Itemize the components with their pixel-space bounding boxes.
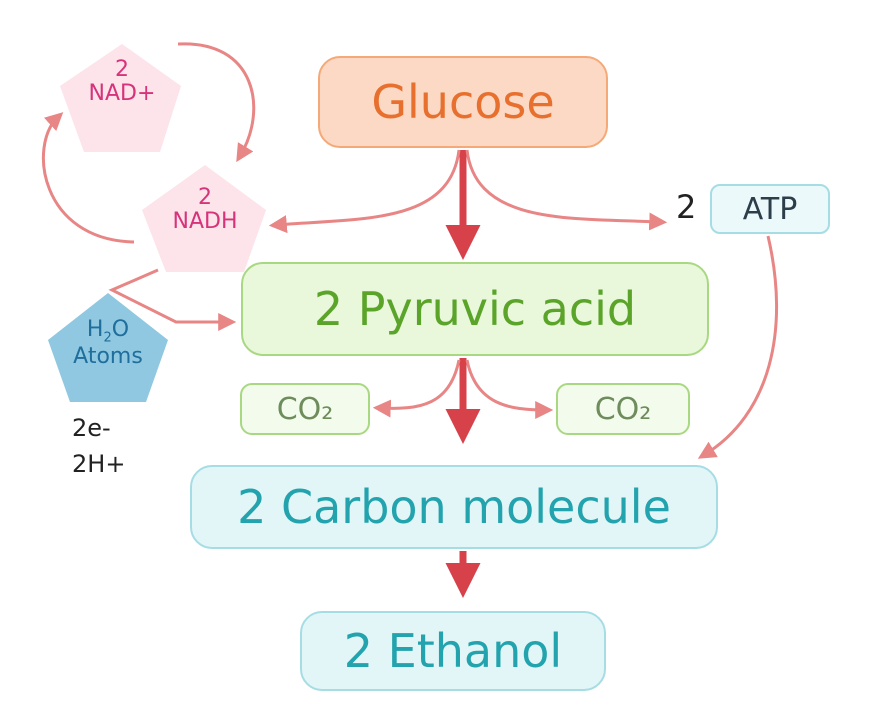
nad-count: 2 <box>115 57 129 82</box>
nadh-label: 2 NADH <box>145 186 265 234</box>
nad-label: 2 NAD+ <box>62 58 182 106</box>
arrow-nadh-to-pyruvic <box>108 268 237 331</box>
electrons-note: 2e- <box>72 414 111 442</box>
carbon-molecule-label: 2 Carbon molecule <box>237 480 671 534</box>
arrow-pyruvic-to-co2-right <box>465 359 554 419</box>
co2-left-box: CO₂ <box>240 383 370 435</box>
arrow-atp-to-carbon <box>697 235 779 459</box>
h2o-h: H <box>86 317 104 342</box>
h2o-pentagon <box>48 293 168 402</box>
atp-label: ATP <box>742 191 798 227</box>
carbon-molecule-box: 2 Carbon molecule <box>190 465 718 549</box>
glucose-label: Glucose <box>371 75 555 129</box>
arrow-glucose-to-nadh <box>268 149 461 234</box>
ethanol-box: 2 Ethanol <box>300 611 606 691</box>
ethanol-label: 2 Ethanol <box>343 624 563 678</box>
nad-name: NAD+ <box>88 80 156 106</box>
nadh-pentagon <box>142 165 266 272</box>
nadh-count: 2 <box>198 185 212 210</box>
co2-right-label: CO₂ <box>594 391 652 427</box>
protons-note: 2H+ <box>72 450 126 478</box>
h2o-o: O <box>111 317 130 342</box>
co2-left-label: CO₂ <box>276 391 334 427</box>
nadh-name: NADH <box>172 208 238 234</box>
atp-count: 2 <box>676 188 697 226</box>
h2o-subscript: 2 <box>103 330 112 346</box>
h2o-formula: H2O <box>48 318 168 345</box>
arrow-glucose-to-atp <box>465 149 668 231</box>
arrow-pyruvic-to-co2-left <box>372 359 461 418</box>
pyruvic-acid-box: 2 Pyruvic acid <box>241 262 709 356</box>
atp-box: ATP <box>710 184 830 234</box>
co2-right-box: CO₂ <box>556 383 690 435</box>
arrow-nadh-to-nad <box>41 112 135 244</box>
arrow-nad-to-nadh <box>177 42 256 163</box>
glucose-box: Glucose <box>318 56 608 148</box>
nad-pentagon <box>60 44 181 152</box>
pyruvic-acid-label: 2 Pyruvic acid <box>313 282 637 336</box>
atoms-label: Atoms <box>73 344 143 370</box>
h2o-label: H2O Atoms <box>48 318 168 369</box>
